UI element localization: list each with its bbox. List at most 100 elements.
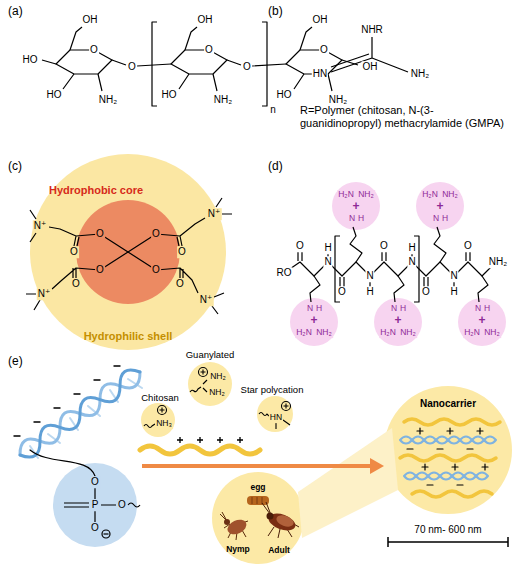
node-label: NH₂: [441, 190, 459, 200]
atom-label: O: [242, 61, 252, 73]
node-label: +: [351, 200, 360, 214]
node-label: +: [435, 200, 444, 214]
chitosan-structure: [42, 22, 358, 106]
shell-circle-shape: [30, 154, 226, 350]
node-label: N: [306, 304, 314, 314]
node-label: HN: [269, 413, 283, 423]
node-label: Star polycation: [241, 385, 304, 396]
atom-label: N: [449, 270, 458, 282]
node-label: H: [399, 304, 407, 314]
node-label: Nanocarrier: [420, 398, 476, 410]
insect-drawings-part: [267, 513, 274, 520]
node-label: N: [348, 214, 356, 224]
atom-label: O: [151, 264, 161, 276]
core-circle-fill: [76, 200, 180, 304]
node-label: +: [309, 314, 318, 328]
node-label: NH₃: [155, 419, 173, 429]
atom-label: NH₂: [488, 256, 508, 268]
atom-label: O: [177, 246, 187, 258]
guanidinium-circle-fill: [458, 298, 506, 346]
node-label: H₂N: [337, 190, 355, 200]
insect-drawings-part: [247, 496, 269, 505]
dna-helix: [14, 366, 142, 476]
atom-label: O: [89, 44, 99, 56]
guanidine-structure: [331, 37, 408, 72]
polyarginine-structure-part: [335, 236, 419, 302]
node-label: egg: [250, 483, 265, 493]
atom-label: H: [449, 286, 458, 298]
node-label: H₂N: [379, 328, 397, 338]
atom-label: O: [127, 61, 137, 73]
guanidinium-circle: NH+H₂NNH₂: [458, 298, 506, 346]
atom-label: N⁺: [207, 208, 222, 220]
scale-label: 70 nm- 600 nm: [414, 524, 481, 536]
dna-helix-part: [14, 366, 120, 436]
atom-label: OH: [197, 14, 214, 26]
polymer-circle-fill: [257, 396, 293, 432]
cationic-polymer-strand-part: [140, 446, 260, 454]
node-label: O: [90, 476, 100, 488]
atom-label: HO: [276, 89, 293, 101]
polymer-circle-fill: [188, 362, 232, 406]
atom-label: O: [95, 228, 105, 240]
atom-label: N⁺: [37, 288, 52, 300]
atom-label: H: [323, 242, 332, 254]
panel-label: (c): [8, 160, 22, 174]
node-label: Hydrophilic shell: [84, 330, 173, 343]
atom-label: O: [175, 278, 185, 290]
atom-label: NHR: [360, 24, 384, 36]
phosphate-circle: OPOO: [53, 463, 137, 547]
process-arrow: [142, 458, 384, 474]
polymer-circle: ChitosanNH₃: [141, 403, 175, 437]
guanidine-structure-part: [331, 37, 408, 72]
node-label: N: [474, 304, 482, 314]
guanidinium-circle: NH+H₂NNH₂: [416, 182, 464, 230]
guanidinium-circle: NH+H₂NNH₂: [290, 298, 338, 346]
chitosan-structure-part: [56, 50, 112, 74]
node-label: P: [91, 499, 100, 511]
atom-label: H: [365, 286, 374, 298]
chitosan-structure-part: [152, 22, 267, 106]
node-label: Nymp: [226, 545, 250, 555]
chitosan-structure-part: [171, 50, 227, 74]
cationic-polymer-strand-part: [177, 437, 243, 443]
shell-circle-fill: [30, 154, 226, 350]
node-label: H₂N: [421, 190, 439, 200]
polymer-circle-fill: [141, 403, 175, 437]
atom-label: NH₂: [213, 94, 233, 106]
node-label: N: [390, 304, 398, 314]
atom-label: HO: [161, 89, 178, 101]
node-label: H: [315, 304, 323, 314]
node-label: NH₂: [208, 388, 226, 398]
atom-label: RO: [276, 267, 293, 279]
insect-drawings-part: [224, 519, 230, 525]
panel-label: (a): [8, 5, 23, 19]
node-label: N: [432, 214, 440, 224]
atom-label: HO: [46, 89, 63, 101]
panel-label: (b): [268, 5, 283, 19]
polyarginine-structure: [284, 227, 496, 302]
node-label: Adult: [268, 546, 290, 556]
process-arrow-part: [370, 458, 384, 474]
callout-wedge-part: [298, 428, 398, 538]
polymer-circle: Star polycationHN: [257, 396, 293, 432]
polyarginine-structure-part: [328, 250, 454, 290]
atom-label: NH₂: [98, 94, 118, 106]
atom-label: OH: [362, 61, 379, 73]
node-label: Chitosan: [141, 393, 179, 404]
node-label: +: [477, 314, 486, 328]
atom-label: O: [319, 44, 329, 56]
node-label: NH₂: [399, 328, 417, 338]
insect-drawings-part: [252, 497, 262, 504]
guanidinium-circle: NH+H₂NNH₂: [374, 298, 422, 346]
polyarginine-structure-part: [284, 262, 496, 276]
node-label: H₂N: [295, 328, 313, 338]
atom-label: O: [71, 278, 81, 290]
node-label: NH₂: [315, 328, 333, 338]
panel-label: (d): [268, 160, 283, 174]
atom-label: O: [337, 286, 347, 298]
shell-circle: Hydrophilic shellHydrophobic core: [30, 154, 226, 350]
atom-label: N: [365, 270, 374, 282]
guanidinium-circle-fill: [374, 298, 422, 346]
